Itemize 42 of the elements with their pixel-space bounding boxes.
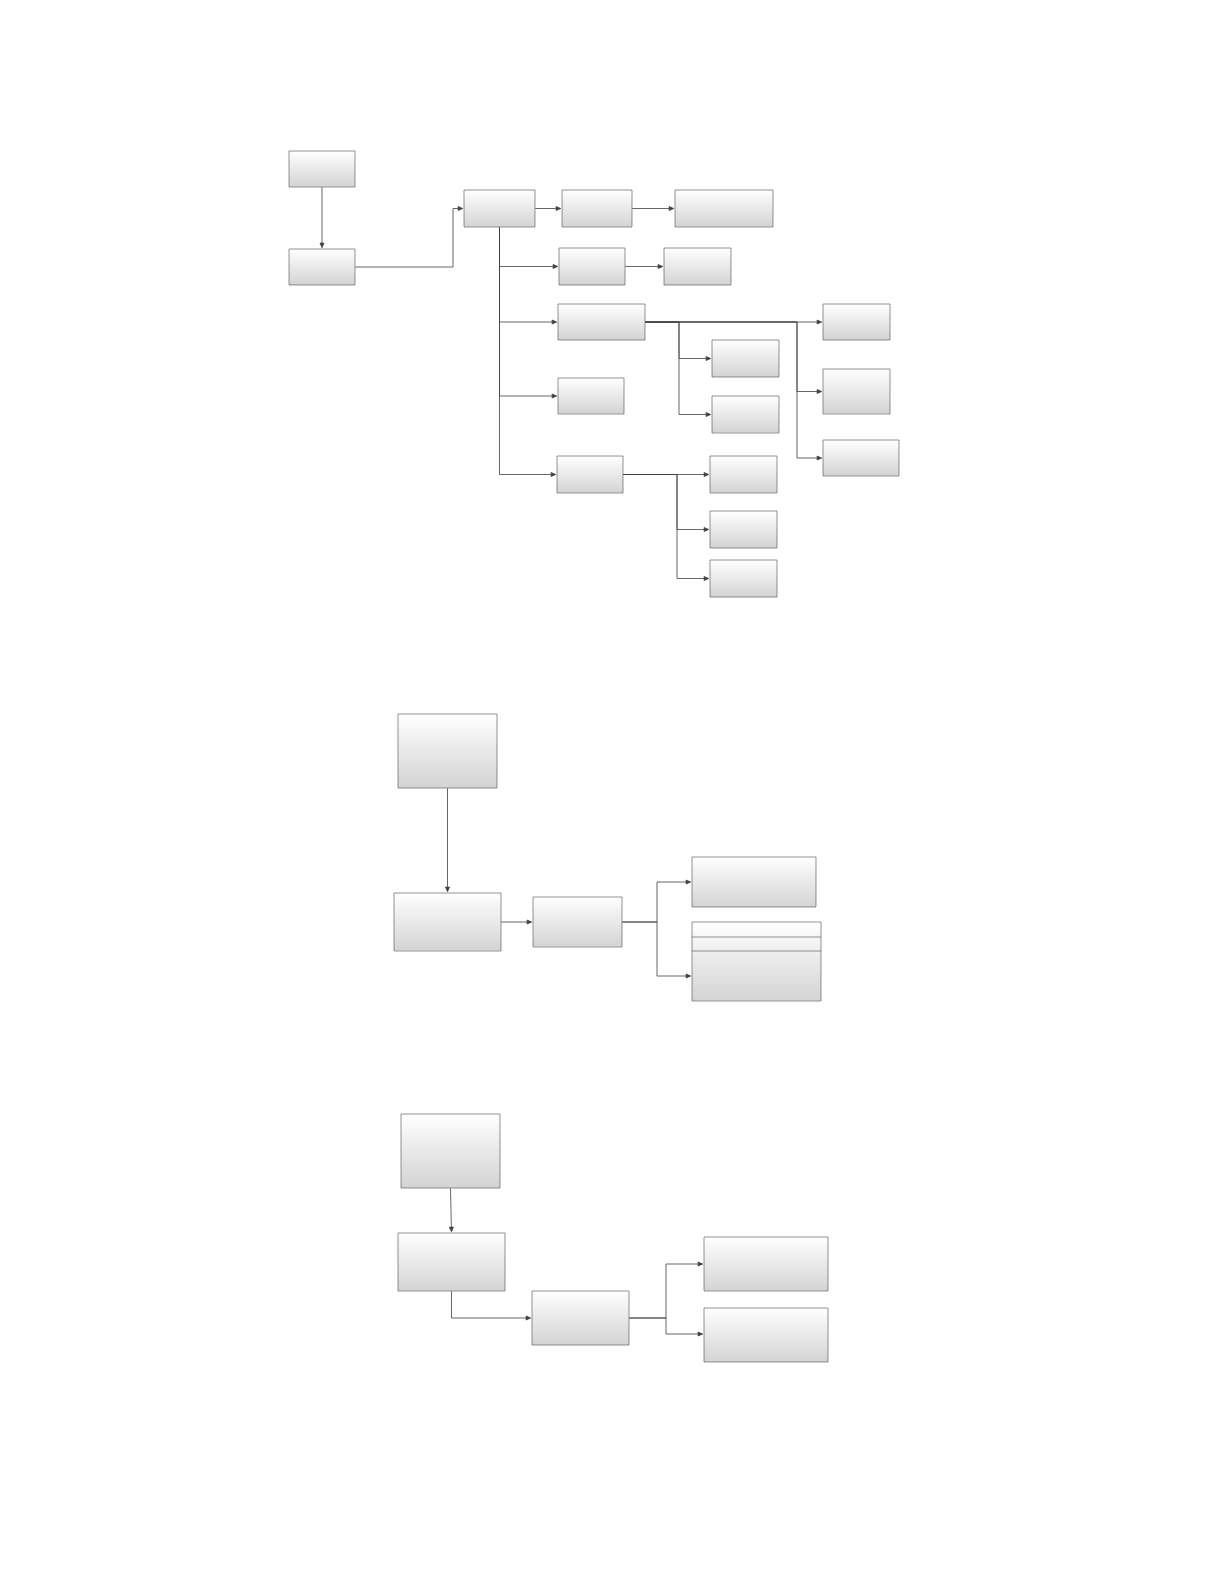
process-box xyxy=(709,559,778,598)
arrow xyxy=(449,1187,454,1233)
process-box xyxy=(709,455,778,494)
arrow xyxy=(354,206,464,268)
arrow xyxy=(631,206,675,211)
process-box xyxy=(561,189,633,228)
arrow xyxy=(451,1290,532,1321)
arrow xyxy=(644,321,823,461)
arrow xyxy=(622,474,710,581)
arrow xyxy=(534,206,562,211)
arrow xyxy=(628,1317,704,1337)
process-box xyxy=(393,892,502,952)
arrow xyxy=(319,186,325,249)
process-box xyxy=(822,439,900,477)
process-box xyxy=(532,896,623,948)
process-box xyxy=(400,1113,501,1189)
process-box xyxy=(711,395,780,434)
process-box xyxy=(556,455,624,494)
arrow xyxy=(445,787,450,893)
process-box xyxy=(663,247,732,286)
process-box xyxy=(703,1236,829,1292)
process-box xyxy=(711,339,780,378)
process-box xyxy=(397,1232,506,1292)
process-box xyxy=(397,713,498,789)
process-box xyxy=(691,856,817,908)
arrow xyxy=(499,226,557,477)
process-box xyxy=(557,377,625,415)
arrow xyxy=(624,264,664,269)
process-box xyxy=(288,248,356,286)
arrow xyxy=(621,921,692,979)
process-box xyxy=(703,1307,829,1363)
process-box xyxy=(558,247,626,286)
process-box xyxy=(822,368,891,415)
process-box xyxy=(822,303,891,341)
process-box xyxy=(709,510,778,549)
process-box xyxy=(691,921,822,1002)
process-box xyxy=(557,303,646,341)
process-box xyxy=(288,150,356,188)
arrow xyxy=(500,919,533,925)
process-box xyxy=(674,189,774,228)
process-box xyxy=(531,1290,630,1346)
process-box xyxy=(463,189,536,228)
